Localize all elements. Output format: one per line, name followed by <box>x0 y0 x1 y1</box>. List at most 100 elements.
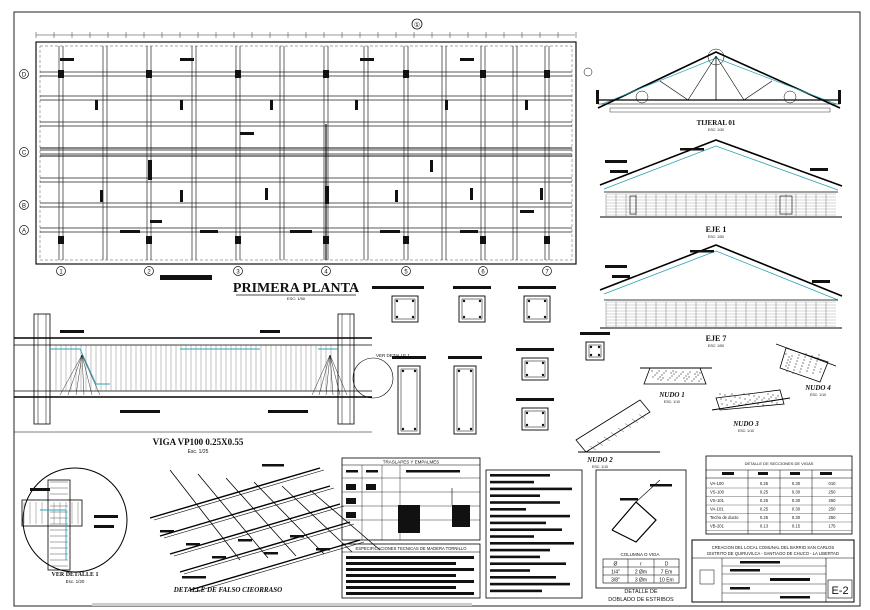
plan-columns <box>58 58 550 244</box>
secciones-cell: 250 <box>829 507 837 512</box>
estribos-title-line2: DOBLADO DE ESTRIBOS <box>608 597 674 603</box>
bottom-axis-label-2: 3 <box>236 270 240 276</box>
plan-scale: ESC: 1/50 <box>287 296 306 301</box>
secciones-cell: VS-100 <box>710 490 725 495</box>
secciones-cell: 0.15 <box>792 524 801 529</box>
secciones-cell: VS-101 <box>710 498 725 503</box>
eje1-scale: ESC: 1/50 <box>708 235 724 239</box>
nudo4-scale: ESC: 1/10 <box>810 393 826 397</box>
eje7-title: EJE 7 <box>706 334 727 343</box>
traslapes-table: TRASLAPES Y EMPALMES <box>341 457 481 541</box>
secciones-cell: 0.25 <box>760 515 769 520</box>
doblado-cell-0-2: 7 Em <box>661 570 673 576</box>
left-axis-label-1: C <box>22 151 27 157</box>
secciones-cell: 250 <box>829 490 837 495</box>
nudo1-title: NUDO 1 <box>658 391 684 399</box>
bottom-axis-label-6: 7 <box>545 270 549 276</box>
viga-view: VER DETALLE 1 VIGA VP100 0.25X0.55 Esc. … <box>14 313 410 455</box>
left-axis-label-2: B <box>22 204 26 210</box>
column-sections <box>372 286 610 435</box>
bottom-strip <box>92 603 472 606</box>
plan-view: ① D C B A 1 2 3 4 5 6 <box>19 18 577 301</box>
bottom-axis-markers: 1 2 3 4 5 6 7 <box>56 266 552 276</box>
detalle1-view: VER DETALLE 1 Esc. 1/20 <box>21 467 128 584</box>
detalle1-scale: Esc. 1/20 <box>66 579 85 584</box>
secciones-cell: 0.30 <box>792 515 801 520</box>
grid-axis-top-marker <box>411 18 423 30</box>
secciones-cell: 0.25 <box>760 481 769 486</box>
doblado-cell-1-1: 3 Øm <box>635 578 647 584</box>
eje1-view: EJE 1 ESC: 1/50 <box>599 139 843 239</box>
left-axis-label-3: A <box>22 229 26 235</box>
estribos-detail: COLUMNA O VIGA Ø r D 1/4" 2 Øm 7 Em 3/8"… <box>595 469 687 603</box>
sheet-number: E-2 <box>831 585 848 597</box>
tijeral-view: TIJERAL 01 ESC: 1/30 <box>583 48 841 132</box>
secciones-cell: 010 <box>829 481 837 486</box>
project-line1: CREACION DEL LOCAL COMUNAL DEL BARRIO SA… <box>712 545 835 550</box>
bottom-axis-label-1: 2 <box>147 270 151 276</box>
secciones-cell: Techo de ducto <box>710 515 739 520</box>
notes-block <box>485 469 583 599</box>
secciones-cell: 250 <box>829 515 837 520</box>
doblado-cell-1-2: 10 Em <box>659 578 673 584</box>
grid-axis-top-label: ① <box>414 21 420 29</box>
secciones-cell: 0.25 <box>760 507 769 512</box>
estribos-title-line1: DETALLE DE <box>624 589 658 595</box>
plan-outline <box>35 41 577 265</box>
plan-grid <box>40 46 572 260</box>
doblado-cell-0-0: 1/4" <box>611 570 620 576</box>
secciones-cell: VA-101 <box>710 507 724 512</box>
title-block: CREACION DEL LOCAL COMUNAL DEL BARRIO SA… <box>691 539 855 603</box>
secciones-cell: VB-201 <box>710 524 725 529</box>
nudo2-scale: ESC: 1/10 <box>592 465 608 469</box>
falso-view: DETALLE DE FALSO CIEORRASO <box>149 464 381 594</box>
falso-title: DETALLE DE FALSO CIEORRASO <box>173 586 282 594</box>
nudo1-scale: ESC: 1/10 <box>664 400 680 404</box>
left-axis-label-0: D <box>22 73 27 79</box>
doblado-header-1: r <box>640 562 642 568</box>
plan-note-block <box>160 275 212 280</box>
secciones-cell: VA-100 <box>710 481 724 486</box>
nudo2-title: NUDO 2 <box>586 456 613 464</box>
doblado-cell-0-1: 2 Øm <box>635 570 647 576</box>
traslapes-title: TRASLAPES Y EMPALMES <box>383 460 440 465</box>
plan-title: PRIMERA PLANTA <box>233 281 360 296</box>
detalle1-title: VER DETALLE 1 <box>52 572 99 578</box>
madera-title: ESPECIFICACIONES TECNICAS DE MADERA TORN… <box>356 546 468 551</box>
bottom-axis-label-5: 6 <box>481 270 485 276</box>
secciones-cell: 0.13 <box>760 524 769 529</box>
doblado-header-2: D <box>665 562 669 568</box>
bottom-axis-label-3: 4 <box>324 270 328 276</box>
secciones-table: DETALLE DE SECCIONES DE VIGAS VA-100 0.25… <box>705 455 853 535</box>
doblado-header-0: Ø <box>614 562 618 568</box>
secciones-cell: 175 <box>829 524 837 529</box>
secciones-cell: 0.30 <box>792 481 801 486</box>
columna-viga-label: COLUMNA O VIGA <box>620 552 659 557</box>
secciones-cell: 0.30 <box>792 507 801 512</box>
secciones-title: DETALLE DE SECCIONES DE VIGAS <box>745 461 814 466</box>
tijeral-title: TIJERAL 01 <box>697 119 736 127</box>
left-axis-markers: D C B A <box>19 69 29 235</box>
secciones-cell: 250 <box>829 498 837 503</box>
viga-callout: VER DETALLE 1 <box>376 353 410 358</box>
eje1-title: EJE 1 <box>706 225 727 234</box>
secciones-cell: 0.25 <box>760 490 769 495</box>
viga-scale: Esc. 1/25 <box>188 449 209 455</box>
nudo3-title: NUDO 3 <box>732 420 759 428</box>
project-line2: DISTRITO DE QUIRUVILCA - SANTIAGO DE CHU… <box>707 551 839 556</box>
madera-specs: ESPECIFICACIONES TECNICAS DE MADERA TORN… <box>341 543 481 599</box>
nudo3-scale: ESC: 1/10 <box>738 429 754 433</box>
secciones-cell: 0.30 <box>792 490 801 495</box>
secciones-cell: 0.25 <box>760 498 769 503</box>
nudo-details: NUDO 1 ESC: 1/10 NUDO 2 ESC: 1/10 NUDO 3… <box>575 343 837 469</box>
viga-title: VIGA VP100 0.25X0.55 <box>153 437 244 447</box>
eje7-view: EJE 7 ESC: 1/50 <box>599 244 843 348</box>
eje7-scale: ESC: 1/50 <box>708 344 724 348</box>
doblado-cell-1-0: 3/8" <box>611 578 620 584</box>
bottom-axis-label-4: 5 <box>404 270 408 276</box>
secciones-cell: 0.30 <box>792 498 801 503</box>
nudo4-title: NUDO 4 <box>804 384 831 392</box>
tijeral-scale: ESC: 1/30 <box>708 128 724 132</box>
bottom-axis-label-0: 1 <box>59 270 63 276</box>
